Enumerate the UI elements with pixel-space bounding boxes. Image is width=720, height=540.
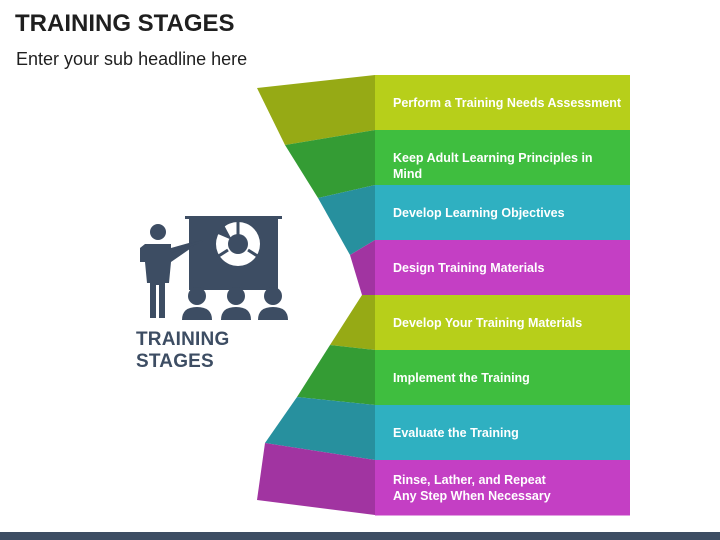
stage-label-line: Keep Adult Learning Principles in Mind [393,150,593,181]
presenter-with-audience-icon [140,216,288,320]
stage-label-line: Design Training Materials [393,260,545,275]
stage-label-line: Rinse, Lather, and Repeat [393,472,546,487]
donut-chart-icon [216,222,260,266]
stage-bar-7 [375,405,630,461]
stage-bars [375,75,630,516]
stage-bar-3 [375,185,630,241]
stage-fan-panel-5 [330,295,375,350]
stage-fan-panel-2 [285,130,375,198]
stage-fan-panel-1 [257,75,375,145]
stage-label-line: Implement the Training [393,370,530,385]
icon-caption: TRAINING STAGES [136,329,230,372]
page-subtitle: Enter your sub headline here [16,49,248,69]
stage-label-3: Develop Learning Objectives [393,205,625,221]
stage-fan-panel-4 [350,240,375,295]
stage-bar-4 [375,240,630,296]
stage-label-5: Develop Your Training Materials [393,315,625,331]
stage-fan-panel-8 [257,443,375,515]
page-title: TRAINING STAGES [15,10,235,37]
footer-bar [0,532,720,540]
stage-label-line: Perform a Training Needs Assessment [393,95,622,110]
stage-label-7: Evaluate the Training [393,425,625,441]
stage-label-line: Any Step When Necessary [393,488,551,503]
stage-fan-panel-6 [297,345,375,405]
stage-bar-6 [375,350,630,406]
stage-fan-panel-3 [318,185,375,255]
stage-label-1: Perform a Training Needs Assessment [393,95,625,111]
stage-fan-panel-7 [265,397,375,460]
stage-bar-2 [375,130,630,186]
stage-label-6: Implement the Training [393,370,625,386]
stage-bar-1 [375,75,630,131]
stage-label-2: Keep Adult Learning Principles in Mind [393,150,625,182]
stage-bar-8 [375,460,630,516]
stage-label-line: Evaluate the Training [393,425,519,440]
stage-fan-panels [257,75,375,515]
stage-label-line: Develop Your Training Materials [393,315,583,330]
stage-label-4: Design Training Materials [393,260,625,276]
stage-label-line: Develop Learning Objectives [393,205,565,220]
stage-bar-5 [375,295,630,351]
